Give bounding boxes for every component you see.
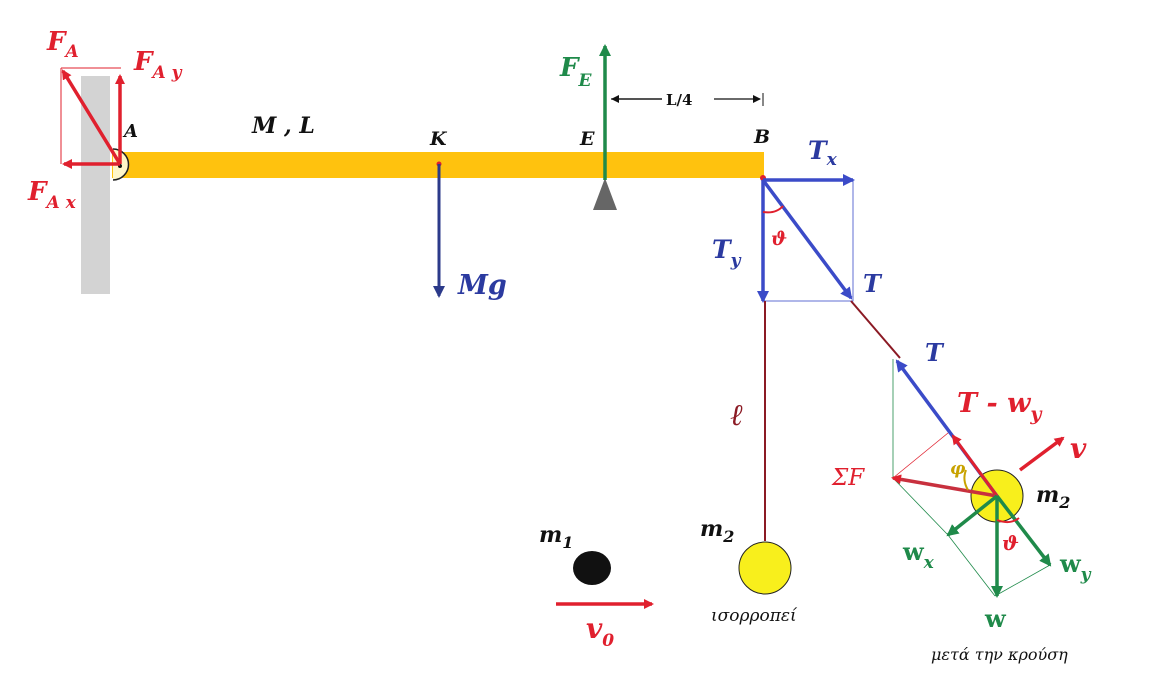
label-ell: ℓ <box>730 398 743 433</box>
force-SigmaF-arrow <box>891 474 998 498</box>
angle-theta-top <box>762 205 784 214</box>
label-wy: wy <box>1059 549 1092 585</box>
label-T-top: T <box>863 269 883 298</box>
label-equilibrium: ισορροπεί <box>711 606 798 626</box>
label-A: A <box>122 121 138 142</box>
label-theta-bottom: ϑ <box>1002 531 1019 555</box>
force-FA-arrow <box>61 69 122 165</box>
label-FE: FE <box>559 53 592 91</box>
label-ML: M , L <box>251 113 315 139</box>
label-K: K <box>429 128 448 150</box>
angle-phi <box>963 469 969 491</box>
weight-wx-arrow <box>946 494 999 537</box>
label-v: v <box>1070 432 1087 465</box>
weight-wy-arrow <box>995 494 1052 567</box>
wall <box>81 76 110 294</box>
label-w: w <box>984 604 1007 633</box>
label-Tx: Tx <box>808 136 838 170</box>
label-m2-center: m2 <box>700 516 734 546</box>
support-triangle <box>593 178 617 210</box>
string-inclined <box>850 300 901 359</box>
label-m1: m1 <box>539 522 573 552</box>
label-Ty: Ty <box>712 235 742 271</box>
label-FA: FA <box>46 27 79 62</box>
label-m2-right: m2 <box>1036 482 1070 512</box>
label-FAx: FA x <box>27 177 77 213</box>
label-v0: v0 <box>586 612 614 651</box>
angle-theta-bottom <box>996 517 1020 524</box>
velocity-v-arrow <box>1018 436 1065 472</box>
ball-m1 <box>573 551 611 585</box>
label-phi: φ <box>950 459 966 479</box>
label-T-minus-wy: T - wy <box>957 388 1043 425</box>
label-FAy: FA y <box>133 47 183 83</box>
label-L4: L/4 <box>666 91 692 109</box>
label-E: E <box>579 128 595 150</box>
label-T-mid: T <box>925 338 945 367</box>
tension-T-arrow <box>761 178 853 300</box>
label-theta-top: ϑ <box>771 228 787 250</box>
ball-m2-center <box>738 541 792 595</box>
force-T-minus-wy-arrow <box>951 434 999 497</box>
label-SigmaF: ΣF <box>831 465 865 491</box>
label-after-collision: μετά την κρούση <box>931 645 1068 664</box>
label-wx: wx <box>902 537 935 573</box>
label-Mg: Mg <box>457 270 507 301</box>
label-B: B <box>753 126 770 148</box>
